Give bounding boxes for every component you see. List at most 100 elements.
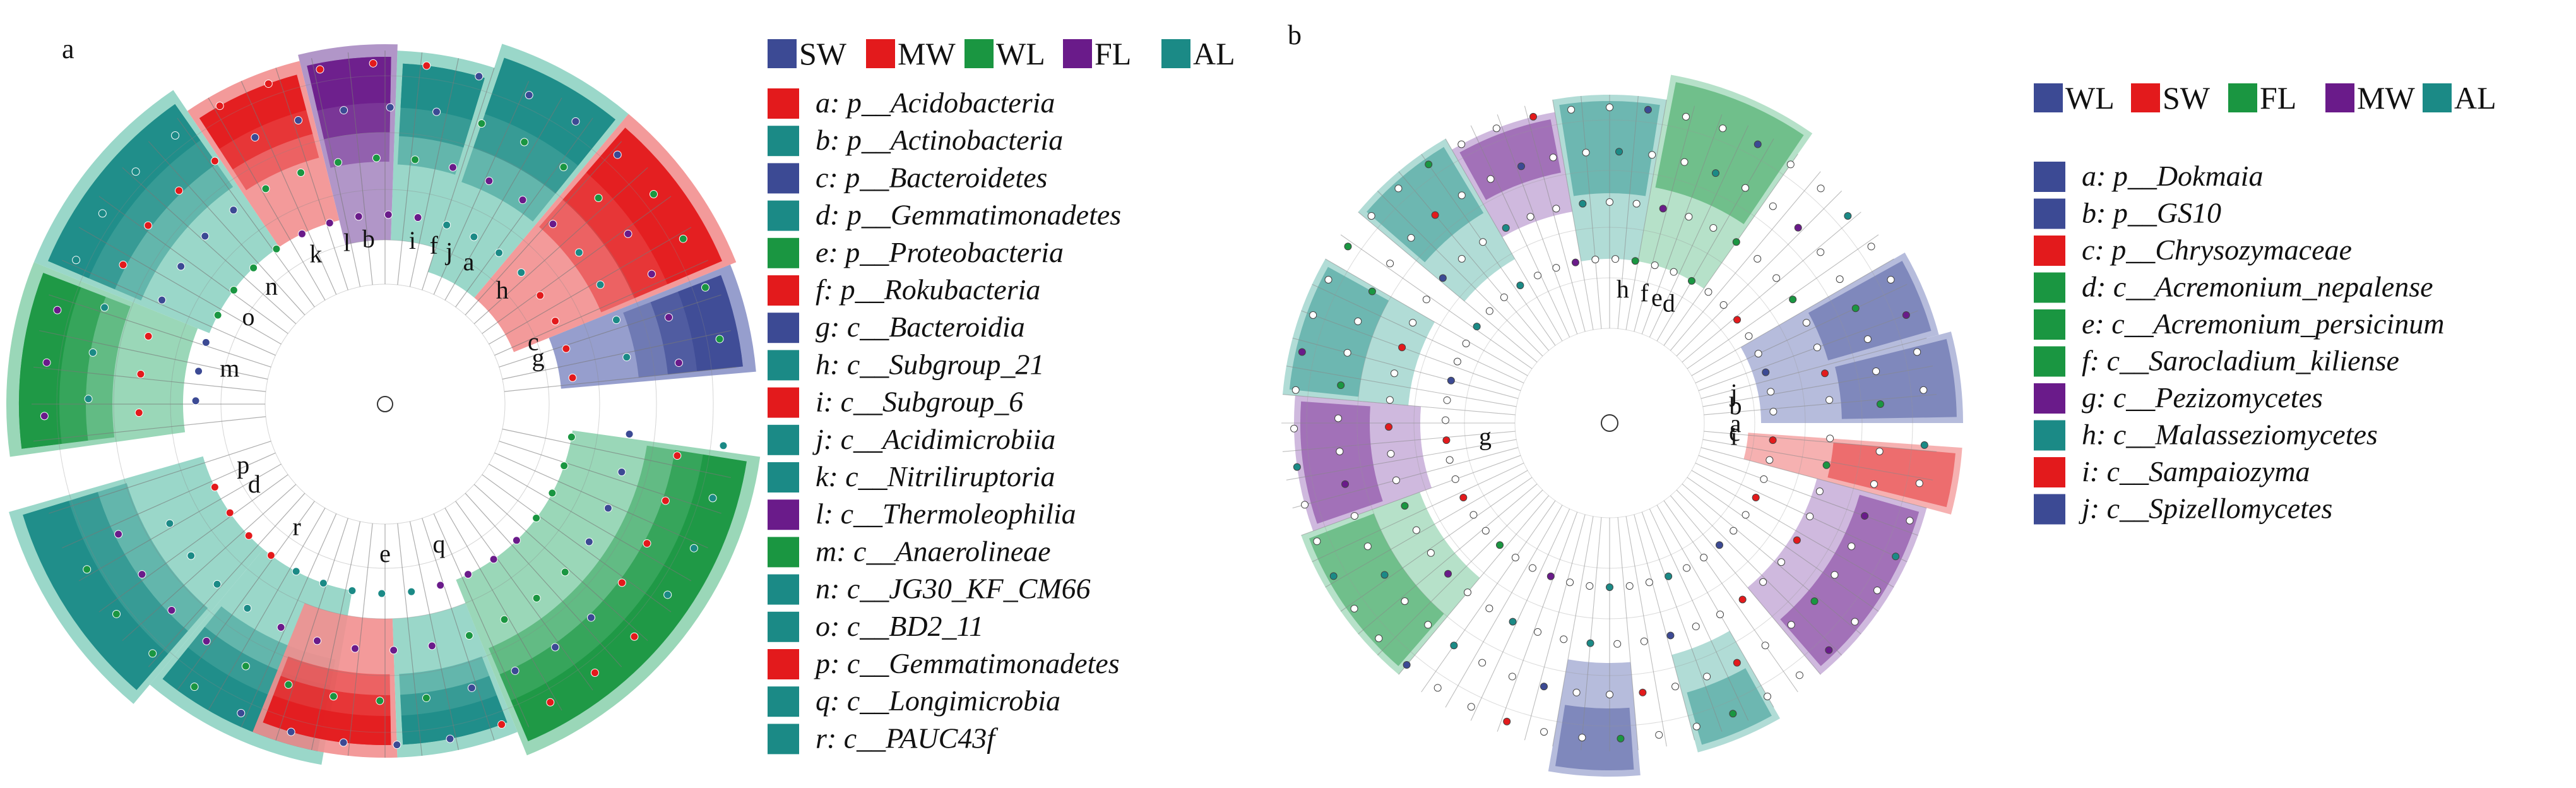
clade-swatch <box>2034 272 2065 303</box>
panel-label: b <box>1288 20 1302 51</box>
clade-legend-item: j: c__Acidimicrobiia <box>812 423 1055 455</box>
clade-letter: c <box>528 327 539 355</box>
group-swatch <box>965 39 994 68</box>
group-legend-label: MW <box>2357 80 2415 116</box>
clade-swatch <box>2034 494 2065 525</box>
group-legend-label: MW <box>898 36 956 71</box>
group-swatch <box>768 39 797 68</box>
clade-letter: b <box>362 224 375 253</box>
clade-legend-item: p: c__Gemmatimonadetes <box>814 647 1120 679</box>
clade-letter: h <box>496 276 509 304</box>
clade-letter: d <box>1663 289 1675 317</box>
clade-letter: i <box>409 226 416 254</box>
clade-swatch <box>768 200 799 231</box>
clade-swatch <box>768 126 799 157</box>
clade-legend-item: e: c__Acremonium_persicinum <box>2082 307 2444 340</box>
clade-legend-item: h: c__Malasseziomycetes <box>2082 419 2378 451</box>
clade-swatch <box>768 350 799 381</box>
clade-swatch <box>768 275 799 306</box>
clade-swatch <box>768 574 799 605</box>
clade-letter: i <box>1730 422 1737 451</box>
group-legend-label: FL <box>2260 80 2296 116</box>
clade-swatch <box>768 387 799 418</box>
clade-legend-item: a: p__Acidobacteria <box>816 87 1055 119</box>
group-swatch <box>2131 83 2160 112</box>
clade-legend-item: d: p__Gemmatimonadetes <box>816 199 1121 231</box>
clade-legend-item: g: c__Pezizomycetes <box>2082 381 2323 414</box>
clade-swatch <box>2034 162 2065 192</box>
clade-legend-item: b: p__GS10 <box>2082 197 2221 229</box>
clade-letter: e <box>379 539 391 568</box>
clade-letter: j <box>444 237 453 266</box>
clade-swatch <box>768 88 799 119</box>
clade-letter: m <box>220 354 239 383</box>
clade-letter: j <box>1729 378 1737 407</box>
clade-swatch <box>768 163 799 194</box>
clade-letter: f <box>430 231 439 260</box>
clade-swatch <box>768 424 799 455</box>
clade-letter: c <box>1729 418 1740 446</box>
clade-legend-item: d: c__Acremonium_nepalense <box>2082 271 2433 303</box>
clade-legend-item: b: p__Actinobacteria <box>816 124 1063 156</box>
clade-legend-item: i: c__Subgroup_6 <box>816 386 1023 418</box>
clade-letter: a <box>463 248 475 276</box>
clade-swatch <box>768 499 799 530</box>
clade-swatch <box>768 686 799 717</box>
group-legend-label: AL <box>2454 80 2496 116</box>
clade-legend-item: h: c__Subgroup_21 <box>816 348 1044 380</box>
group-legend-label: WL <box>2065 80 2115 116</box>
clade-swatch <box>768 237 799 268</box>
clade-legend-item: f: p__Rokubacteria <box>816 273 1040 306</box>
group-legend-label: FL <box>1095 36 1131 71</box>
clade-legend-item: o: c__BD2_11 <box>816 610 983 642</box>
group-swatch <box>1161 39 1190 68</box>
group-legend-label: SW <box>2163 80 2211 116</box>
clade-letter: g <box>1479 422 1492 451</box>
clade-legend-item: g: c__Bacteroidia <box>816 311 1025 343</box>
clade-letter: k <box>309 239 322 268</box>
group-swatch <box>2423 83 2452 112</box>
group-legend-label: WL <box>996 36 1045 71</box>
clade-swatch <box>768 649 799 679</box>
group-swatch <box>866 39 895 68</box>
clade-legend-item: c: p__Bacteroidetes <box>816 161 1047 193</box>
clade-legend-item: n: c__JG30_KF_CM66 <box>816 573 1091 605</box>
clade-swatch <box>2034 236 2065 266</box>
clade-letter: l <box>343 228 350 256</box>
clade-letter: p <box>237 451 249 479</box>
group-swatch <box>2228 83 2257 112</box>
clade-swatch <box>768 724 799 755</box>
clade-letter: h <box>1617 275 1629 303</box>
clade-swatch <box>2034 309 2065 340</box>
clade-legend-item: c: p__Chrysozymaceae <box>2082 234 2352 266</box>
clade-letter: d <box>248 470 261 498</box>
clade-swatch <box>768 462 799 492</box>
clade-swatch <box>2034 198 2065 229</box>
clade-legend-item: j: c__Spizellomycetes <box>2079 492 2332 525</box>
group-swatch <box>1063 39 1092 68</box>
clade-legend-item: f: c__Sarocladium_kiliense <box>2082 345 2399 377</box>
clade-letter: e <box>1651 284 1663 312</box>
clade-legend-item: e: p__Proteobacteria <box>816 236 1064 268</box>
clade-letter: b <box>1730 391 1742 420</box>
clade-legend-item: k: c__Nitriliruptoria <box>816 460 1055 492</box>
group-swatch <box>2034 83 2063 112</box>
panel-label: a <box>62 33 74 64</box>
clade-swatch <box>2034 420 2065 451</box>
clade-swatch <box>2034 346 2065 377</box>
clade-swatch <box>768 537 799 568</box>
clade-letter: r <box>293 512 301 540</box>
clade-letter: f <box>1640 279 1649 307</box>
clade-legend-item: a: p__Dokmaia <box>2082 160 2263 192</box>
group-legend-label: SW <box>799 36 847 71</box>
clade-legend-item: q: c__Longimicrobia <box>816 684 1060 717</box>
clade-swatch <box>2034 457 2065 487</box>
clade-letter: q <box>433 530 446 558</box>
clade-legend-item: l: c__Thermoleophilia <box>816 498 1076 530</box>
clade-letter: g <box>532 343 545 372</box>
